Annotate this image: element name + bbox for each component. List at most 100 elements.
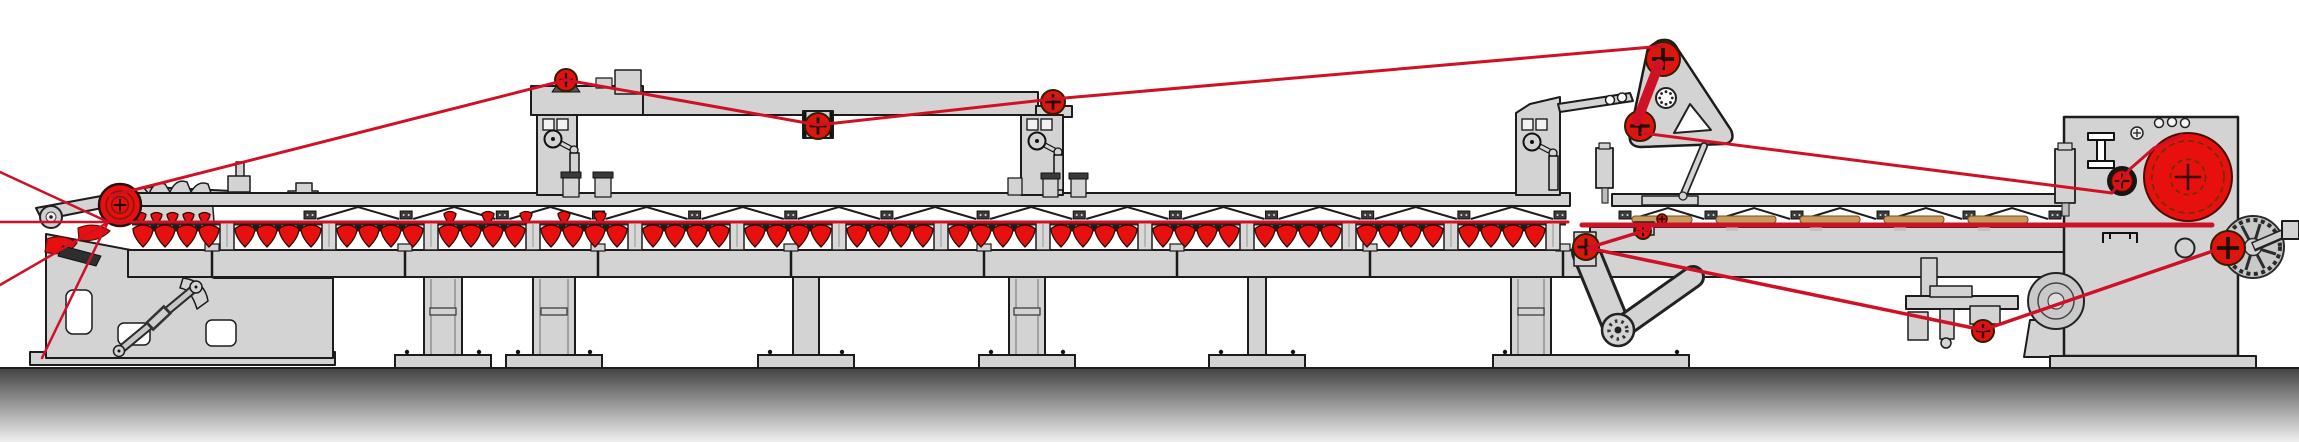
band-notch — [1978, 227, 1990, 231]
drop-hook — [376, 225, 384, 232]
drop-hook — [762, 225, 770, 232]
drop-hook — [354, 225, 362, 232]
bracket-icon — [2102, 232, 2138, 243]
anchor-bolt — [839, 349, 845, 355]
feed-drop — [519, 210, 533, 225]
body-cutout — [205, 319, 237, 347]
drop-hook — [274, 225, 282, 232]
clamp-foot — [1042, 176, 1059, 198]
hopper-drop — [256, 224, 278, 248]
drop-hook — [602, 225, 610, 232]
bed-truss — [1470, 205, 1554, 220]
headstock-base — [2049, 355, 2257, 369]
hopper-rail — [127, 192, 1571, 207]
head-cutout — [1673, 103, 1712, 134]
ground — [0, 367, 2299, 442]
carriage-roller — [1940, 337, 1952, 349]
truss-clamp — [2048, 210, 2062, 220]
inspection-hole — [2174, 237, 2196, 259]
machine-leg — [1510, 276, 1552, 358]
anchor-bolt — [1060, 349, 1066, 355]
thread-fan-upper — [0, 170, 108, 223]
anchor-bolt — [1502, 349, 1508, 355]
under-bed — [127, 237, 2091, 369]
hopper-drop — [766, 224, 788, 248]
swing-pivot-hub — [1614, 326, 1622, 334]
leg-rib — [540, 307, 568, 316]
truss-clamp — [1876, 210, 1890, 220]
anchor-bolt — [1674, 349, 1680, 355]
hopper-drop — [606, 224, 628, 248]
truss-clamp — [880, 210, 894, 220]
hopper-drop — [234, 224, 256, 248]
truss-clamp — [691, 214, 694, 216]
bed-truss — [316, 205, 400, 220]
leg-base — [978, 354, 1076, 369]
side-cylinder — [2054, 148, 2076, 204]
wheel-spoke — [2254, 223, 2262, 239]
bed-truss — [1085, 205, 1169, 220]
hopper-drop — [642, 224, 664, 248]
hopper-drop — [970, 224, 992, 248]
drop-hook — [296, 225, 304, 232]
hopper-drop — [176, 224, 198, 248]
hopper-drop — [154, 224, 176, 248]
thread-head-belt — [1632, 59, 1664, 126]
leg-base — [757, 354, 855, 369]
drop-hook — [1192, 225, 1200, 232]
bed-truss — [1278, 205, 1361, 220]
hopper-drop — [300, 224, 322, 248]
sliver-roll — [1799, 215, 1861, 224]
anchor-bolt — [1218, 349, 1224, 355]
truss-clamp — [1707, 214, 1710, 216]
drop-hook — [1214, 225, 1222, 232]
hopper-drop — [744, 224, 766, 248]
winder-roller — [2226, 246, 2230, 250]
hopper-drop — [358, 224, 380, 248]
vent-hole — [2153, 117, 2165, 129]
drop-hook — [150, 225, 158, 232]
hopper-drop — [948, 224, 970, 248]
hopper-drop — [1276, 224, 1298, 248]
truss-clamp — [979, 214, 982, 216]
truss-clamp — [984, 214, 987, 216]
head-strut-foot — [1678, 191, 1688, 201]
feed-drop — [481, 210, 495, 225]
hopper-drop — [1094, 224, 1116, 248]
sliver-roll — [1967, 215, 2029, 224]
hopper-drop — [868, 224, 890, 248]
hopper-drop — [1116, 224, 1138, 248]
bed-truss — [797, 205, 881, 220]
threads — [0, 44, 2215, 360]
drop-hook — [1476, 225, 1484, 232]
head-bolt — [1669, 101, 1672, 104]
feed-drop — [557, 210, 571, 225]
drop-hook — [1374, 225, 1382, 232]
machine-leg — [423, 276, 463, 358]
bed-truss — [893, 205, 977, 220]
head-bolt — [1658, 96, 1662, 100]
machine-leg — [1247, 276, 1267, 358]
delivery-truss — [1631, 206, 1705, 220]
thread-fan-steep — [40, 222, 109, 360]
bed-truss — [1374, 205, 1458, 220]
drop-hook — [558, 225, 566, 232]
crank-pivot — [551, 137, 555, 141]
leg-rib — [429, 307, 457, 316]
truss-clamp — [1171, 214, 1174, 216]
crank-pivot — [1530, 140, 1534, 144]
guide-pulley-3 — [1051, 100, 1055, 104]
truss-clamp — [1884, 214, 1887, 216]
truss-clamp — [503, 214, 506, 216]
wheel-spoke — [2240, 225, 2251, 240]
hopper-drop — [1298, 224, 1320, 248]
ibeam-icon-web — [2096, 139, 2106, 162]
truss-clamp — [1704, 210, 1718, 220]
hopper-drop — [504, 224, 526, 248]
hopper-drop — [380, 224, 402, 248]
head-strut — [1680, 143, 1707, 199]
wheel-spoke — [2255, 254, 2266, 269]
drop-hook — [1498, 225, 1506, 232]
truss-clamp — [1457, 210, 1471, 220]
feed-drop — [182, 211, 195, 225]
